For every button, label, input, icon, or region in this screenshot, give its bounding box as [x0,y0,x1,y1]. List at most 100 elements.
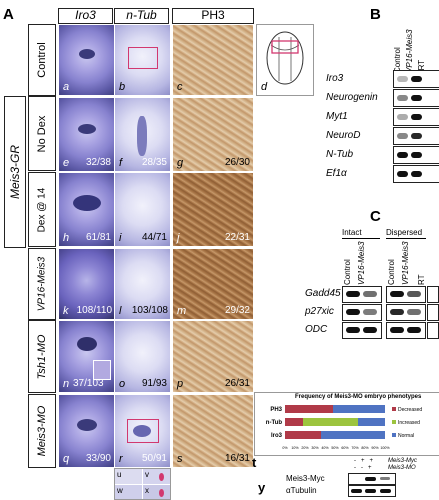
panel-c-gel-segment [427,286,439,303]
gel-band [407,291,421,297]
image-s-ph3-meis3mo: s 16/31 [172,394,253,467]
gel-band [346,327,360,333]
chart-tick-label: 20% [301,446,309,450]
y-sign-row-2: - - + [354,465,372,471]
chart-category-label: Iro3 [271,433,283,439]
image-b-ntub-control: b [114,24,170,95]
panel-b-gene-label: Ef1α [326,168,347,179]
y-gel-myc [348,473,396,485]
gel-band [411,95,422,101]
panel-b-gel-row [393,70,439,88]
chart-legend-swatch [392,433,396,437]
image-r-ntub-meis3mo: r 50/91 [114,394,170,467]
row-label-meis3-gr: Meis3-GR [4,96,26,248]
chart-tick-label: 100% [380,446,390,450]
image-a-iro3-control: a [58,24,114,95]
image-i-ntub-dex14: i 44/71 [114,172,170,246]
panel-c-gel-segment [427,304,439,321]
gel-band [363,291,377,297]
gel-band [363,327,377,333]
row-label-tsh1-mo: Tsh1-MO [28,320,56,393]
panel-c-gene-label: p27xic [305,306,334,317]
chart-svg: PH3n-TubIro30%10%20%30%40%50%60%70%80%90… [266,405,422,450]
chart-legend-swatch [392,420,396,424]
row-label-control: Control [28,24,56,96]
panel-b-gene-label: N-Tub [326,149,354,160]
gel-band [411,76,422,82]
image-q-iro3-meis3mo: q 33/90 [58,394,114,467]
gel-band [390,327,404,333]
image-p-ph3-tsh1: p 26/31 [172,320,253,392]
chart-tick-label: 70% [351,446,359,450]
chart-bar-decreased [285,405,333,413]
embryo-diagram-icon [266,31,304,85]
row-label-dex14: Dex @ 14 [28,172,56,247]
panel-b-gene-label: Iro3 [326,73,344,84]
chart-bar-increased [303,418,358,426]
row-label-vp16-meis3: VP16-Meis3 [28,248,56,320]
panel-label-t: t [252,455,257,470]
gel-band [397,133,408,139]
row-label-no-dex: No Dex [28,96,56,171]
image-f-ntub-nodex: f 28/35 [114,97,170,171]
panel-c-gel-segment [342,286,382,303]
chart-tick-label: 90% [371,446,379,450]
y-gel-tubulin [348,485,396,497]
panel-b-gel-row [393,127,439,145]
col-header-ph3: PH3 [172,8,254,24]
image-m-ph3-vp16: m 29/32 [172,248,253,319]
panel-b-gel-row [393,108,439,126]
panel-c-gene-label: ODC [305,324,328,335]
panel-b-gel-row [393,146,439,164]
panel-c-gel-segment [342,322,382,339]
gel-band [407,309,421,315]
image-g-ph3-nodex: g 26/30 [172,97,253,171]
panel-b-gene-label: Myt1 [326,111,348,122]
panel-y-western: - + + - - + Meis3-Myc Meis3-MO Meis3-Myc… [258,458,418,497]
chart-bar-decreased [285,418,303,426]
chart-legend-label: Increased [398,420,420,426]
panel-c-gel-segment [386,322,426,339]
chart-bar-normal [321,431,385,439]
gel-band [411,171,422,177]
chart-tick-label: 0% [282,446,288,450]
chart-category-label: PH3 [270,407,282,413]
image-n-iro3-tsh1: n 37/103 [58,320,114,392]
gel-band [397,76,408,82]
image-e-iro3-nodex: e 32/38 [58,97,114,171]
inset-embryo [93,360,111,380]
panel-t-chart: Frequency of Meis3-MO embryo phenotypes … [254,392,439,456]
panel-b-gel-row [393,89,439,107]
chart-bar-decreased [285,431,321,439]
panel-c-gel-segment [386,304,426,321]
image-h-iro3-dex14: h 61/81 [58,172,114,246]
chart-tick-label: 30% [311,446,319,450]
image-c-ph3-control: c [172,24,253,95]
chart-legend-swatch [392,407,396,411]
chart-bar-normal [333,405,385,413]
panel-c-gel-segment [427,322,439,339]
panel-c-lane-headers: Intact Dispersed Control VP16-Meis3 Cont… [342,228,426,285]
gel-band [407,327,421,333]
chart-category-label: n-Tub [266,420,283,426]
gel-band [397,171,408,177]
chart-bar-normal [358,418,385,426]
chart-tick-label: 60% [341,446,349,450]
image-k-iro3-vp16: k 108/110 [58,248,114,319]
row-label-meis3-mo: Meis3-MO [28,394,56,468]
y-sign-row-1: - + + [354,458,374,464]
chart-legend-label: Decreased [398,407,422,413]
image-d-diagram: d [256,24,314,96]
image-j-ph3-dex14: j 22/31 [172,172,253,246]
gel-band [390,291,404,297]
image-l-ntub-vp16: l 103/108 [114,248,170,319]
chart-title: Frequency of Meis3-MO embryo phenotypes [295,394,422,400]
col-header-iro3: Iro3 [58,8,113,24]
gel-band [411,133,422,139]
gel-band [346,291,360,297]
gel-band [346,309,360,315]
panel-label-c: C [370,208,381,225]
panel-c-gel-segment [386,286,426,303]
panel-b-lane-headers: Control VP16-Meis3 -RT [393,29,426,73]
gel-band [397,152,408,158]
